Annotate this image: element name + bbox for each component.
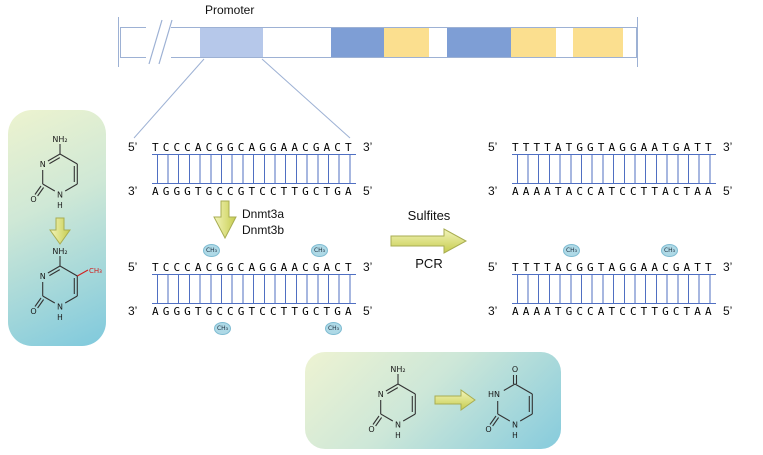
amine-label: NH₂ <box>390 365 405 374</box>
uracil-structure: O HN N H O <box>485 365 533 440</box>
dna-duplex-converted-unmethylated: 5’ TTTTATGGTAGGAATGATT 3’ 3’ AAAATACCATC… <box>488 140 732 198</box>
top-strand: 5’ TTTTACGGTAGGAACGATT 3’ <box>488 260 732 274</box>
promoter-zoom-lines <box>133 58 351 139</box>
ring-nitrogen-label: N <box>378 390 384 399</box>
bottom-strand: 3’ AAAATACCATCCTTACTAA 5’ <box>488 184 732 198</box>
strand-end-label: 5’ <box>488 260 498 274</box>
enzyme-labels: Dnmt3a Dnmt3b <box>242 206 284 238</box>
ring-nitrogen-label: N <box>57 303 63 312</box>
ring-nitrogen-label: N <box>512 421 518 430</box>
top-strand-sequence: TTTTATGGTAGGAATGATT <box>512 140 716 154</box>
top-strand: 5’ TCCCACGGCAGGAACGACT 3’ <box>128 260 372 274</box>
top-strand-sequence: TCCCACGGCAGGAACGACT <box>152 260 356 274</box>
top-strand: 5’ TCCCACGGCAGGAACGACT 3’ <box>128 140 372 154</box>
methyl-group-badge: CH₃ <box>311 244 328 257</box>
methylation-chemistry-drawing: NH₂ N N H O NH₂ <box>30 135 102 322</box>
methyl-badge-label: CH₃ <box>327 325 340 332</box>
dna-duplex-methylated: 5’ TCCCACGGCAGGAACGACT 3’ 3’ AGGGTGCCGTC… <box>128 260 372 318</box>
hydrogen-label: H <box>57 313 63 322</box>
methyl-badge-label: CH₃ <box>565 247 578 254</box>
bottom-strand-sequence: AGGGTGCCGTCCTTGCTGA <box>152 304 356 318</box>
methyl-group-badge: CH₃ <box>325 322 342 335</box>
strand-end-label: 5’ <box>363 184 373 198</box>
methylation-step-arrow-icon <box>49 217 71 245</box>
strand-end-label: 3’ <box>723 140 733 154</box>
strand-end-label: 3’ <box>363 140 373 154</box>
hydrogen-label: H <box>512 431 518 440</box>
amine-label: NH₂ <box>52 135 67 144</box>
methyl-group-badge: CH₃ <box>203 244 220 257</box>
oxygen-label: O <box>512 365 518 374</box>
base-pair-rungs <box>152 274 356 304</box>
enzyme-dnmt3a-label: Dnmt3a <box>242 207 285 221</box>
enzyme-dnmt3b-label: Dnmt3b <box>242 223 285 237</box>
amine-label: NH₂ <box>52 247 67 256</box>
top-strand-sequence: TTTTACGGTAGGAACGATT <box>512 260 716 274</box>
conversion-step-arrow-icon <box>434 389 476 411</box>
bottom-strand: 3’ AAAATGCCATCCTTGCTAA 5’ <box>488 304 732 318</box>
oxygen-label: O <box>485 425 491 434</box>
bottom-strand: 3’ AGGGTGCCGTCCTTGCTGA 5’ <box>128 184 372 198</box>
pcr-label: PCR <box>415 256 443 271</box>
methyl-group-badge: CH₃ <box>661 244 678 257</box>
methylation-arrow-icon <box>213 200 237 240</box>
bottom-strand-sequence: AAAATACCATCCTTACTAA <box>512 184 716 198</box>
methylcytosine-structure: NH₂ CH₃ N N H O <box>30 247 102 322</box>
strand-end-label: 5’ <box>128 140 138 154</box>
ring-nh-label: HN <box>488 390 500 399</box>
bisulfite-pcr-arrow-icon <box>390 228 468 254</box>
hydrogen-label: H <box>57 201 63 210</box>
methyl-badge-label: CH₃ <box>313 247 326 254</box>
base-pair-rungs <box>512 274 716 304</box>
oxygen-label: O <box>30 307 36 316</box>
methyl-group-badge: CH₃ <box>563 244 580 257</box>
strand-end-label: 5’ <box>128 260 138 274</box>
top-strand: 5’ TTTTATGGTAGGAATGATT 3’ <box>488 140 732 154</box>
ring-nitrogen-label: N <box>40 272 46 281</box>
bottom-strand-sequence: AGGGTGCCGTCCTTGCTGA <box>152 184 356 198</box>
oxygen-label: O <box>368 425 374 434</box>
base-pair-rungs <box>152 154 356 184</box>
strand-end-label: 3’ <box>128 304 138 318</box>
strand-end-label: 3’ <box>128 184 138 198</box>
bottom-strand-sequence: AAAATGCCATCCTTGCTAA <box>512 304 716 318</box>
gene-map-bar <box>120 27 637 58</box>
strand-end-label: 3’ <box>488 184 498 198</box>
strand-end-label: 5’ <box>723 184 733 198</box>
ring-nitrogen-label: N <box>40 160 46 169</box>
top-strand-sequence: TCCCACGGCAGGAACGACT <box>152 140 356 154</box>
methyl-badge-label: CH₃ <box>205 247 218 254</box>
strand-end-label: 3’ <box>723 260 733 274</box>
dna-duplex-unmethylated: 5’ TCCCACGGCAGGAACGACT 3’ 3’ AGGGTGCCGTC… <box>128 140 372 198</box>
strand-end-label: 3’ <box>488 304 498 318</box>
oxygen-label: O <box>30 195 36 204</box>
conversion-chemistry-drawing: NH₂ N N H O O <box>368 365 533 440</box>
strand-end-label: 5’ <box>363 304 373 318</box>
methyl-group-label: CH₃ <box>89 267 102 275</box>
bisulfite-conversion-panel: NH₂ N N H O O <box>305 352 561 449</box>
strand-end-label: 5’ <box>723 304 733 318</box>
strand-end-label: 3’ <box>363 260 373 274</box>
strand-end-label: 5’ <box>488 140 498 154</box>
dna-duplex-converted-methylated: 5’ TTTTACGGTAGGAACGATT 3’ 3’ AAAATGCCATC… <box>488 260 732 318</box>
gene-map-right-end-line <box>637 17 638 67</box>
hydrogen-label: H <box>395 431 401 440</box>
cytosine-methylation-panel: NH₂ N N H O NH₂ <box>8 110 106 346</box>
methyl-badge-label: CH₃ <box>663 247 676 254</box>
methyl-group-badge: CH₃ <box>214 322 231 335</box>
methyl-badge-label: CH₃ <box>216 325 229 332</box>
promoter-label: Promoter <box>205 3 255 17</box>
base-pair-rungs <box>512 154 716 184</box>
ring-nitrogen-label: N <box>57 191 63 200</box>
cytosine-structure: NH₂ N N H O <box>30 135 78 210</box>
cytosine-structure: NH₂ N N H O <box>368 365 416 440</box>
sulfites-label: Sulfites <box>407 208 451 223</box>
gene-map-left-end-line <box>118 17 119 67</box>
bottom-strand: 3’ AGGGTGCCGTCCTTGCTGA 5’ <box>128 304 372 318</box>
ring-nitrogen-label: N <box>395 421 401 430</box>
